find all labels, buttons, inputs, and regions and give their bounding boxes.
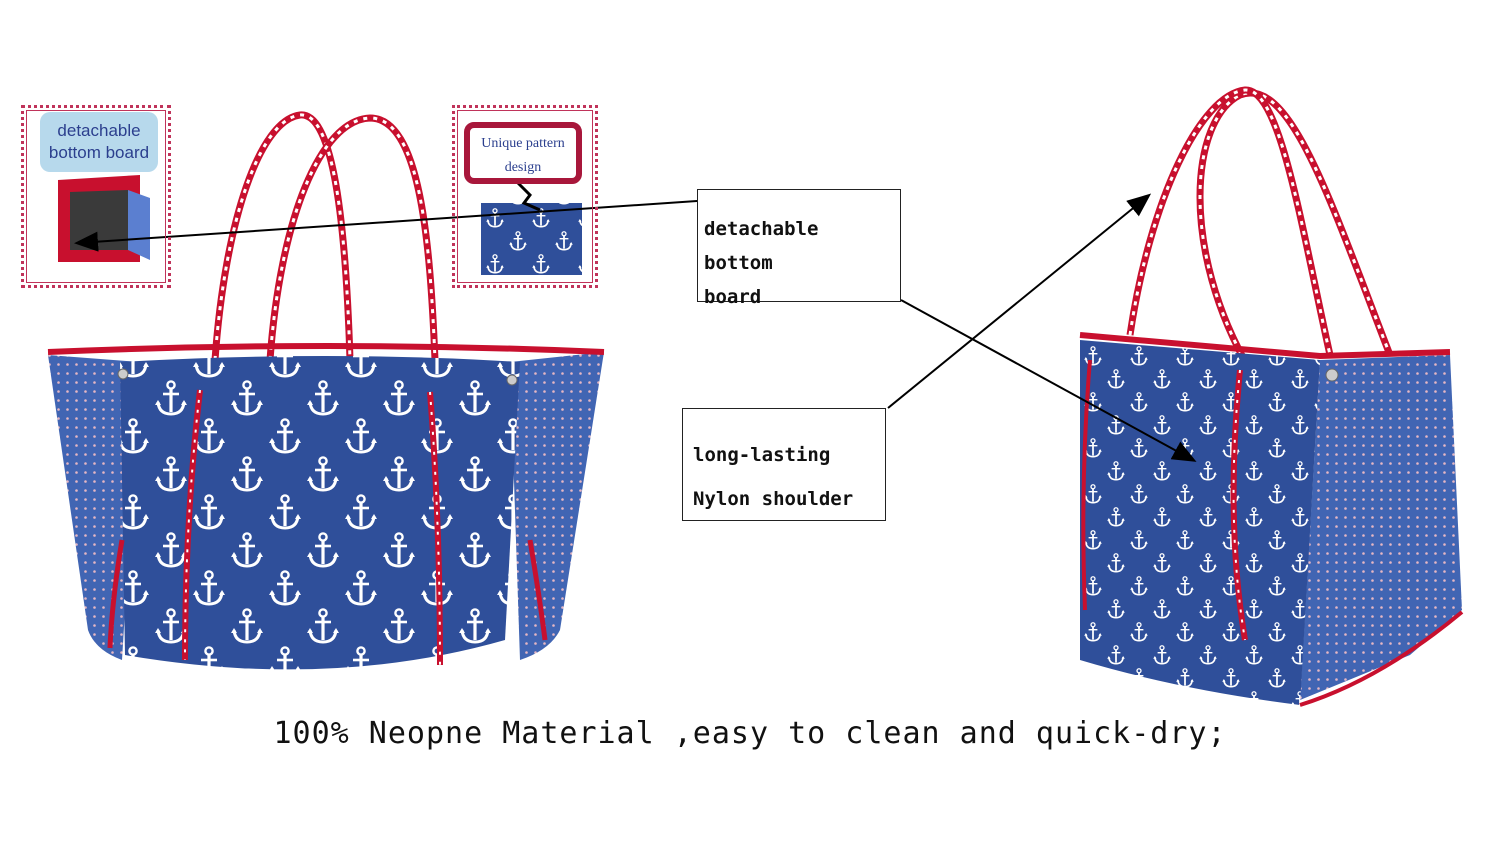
- arrow-to-bottom-board-inset: [74, 200, 698, 252]
- arrow-to-right-bag-bottom: [900, 299, 1197, 462]
- callout-bottom-board: detachable bottom board: [697, 189, 901, 308]
- bottom-board-inset-label: detachable bottom board: [40, 112, 158, 172]
- right-tote-bag: [1079, 86, 1464, 707]
- arrow-to-shoulder-strap: [887, 193, 1152, 409]
- pattern-inset: [452, 105, 598, 288]
- pattern-inset-label: Unique pattern design: [464, 122, 582, 184]
- left-tote-bag: [47, 111, 605, 670]
- callout-nylon-shoulder: long-lasting Nylon shoulder: [682, 408, 886, 521]
- bottom-board-inset: [21, 105, 171, 288]
- feature-caption: 100% Neopne Material ,easy to clean and …: [273, 716, 1227, 751]
